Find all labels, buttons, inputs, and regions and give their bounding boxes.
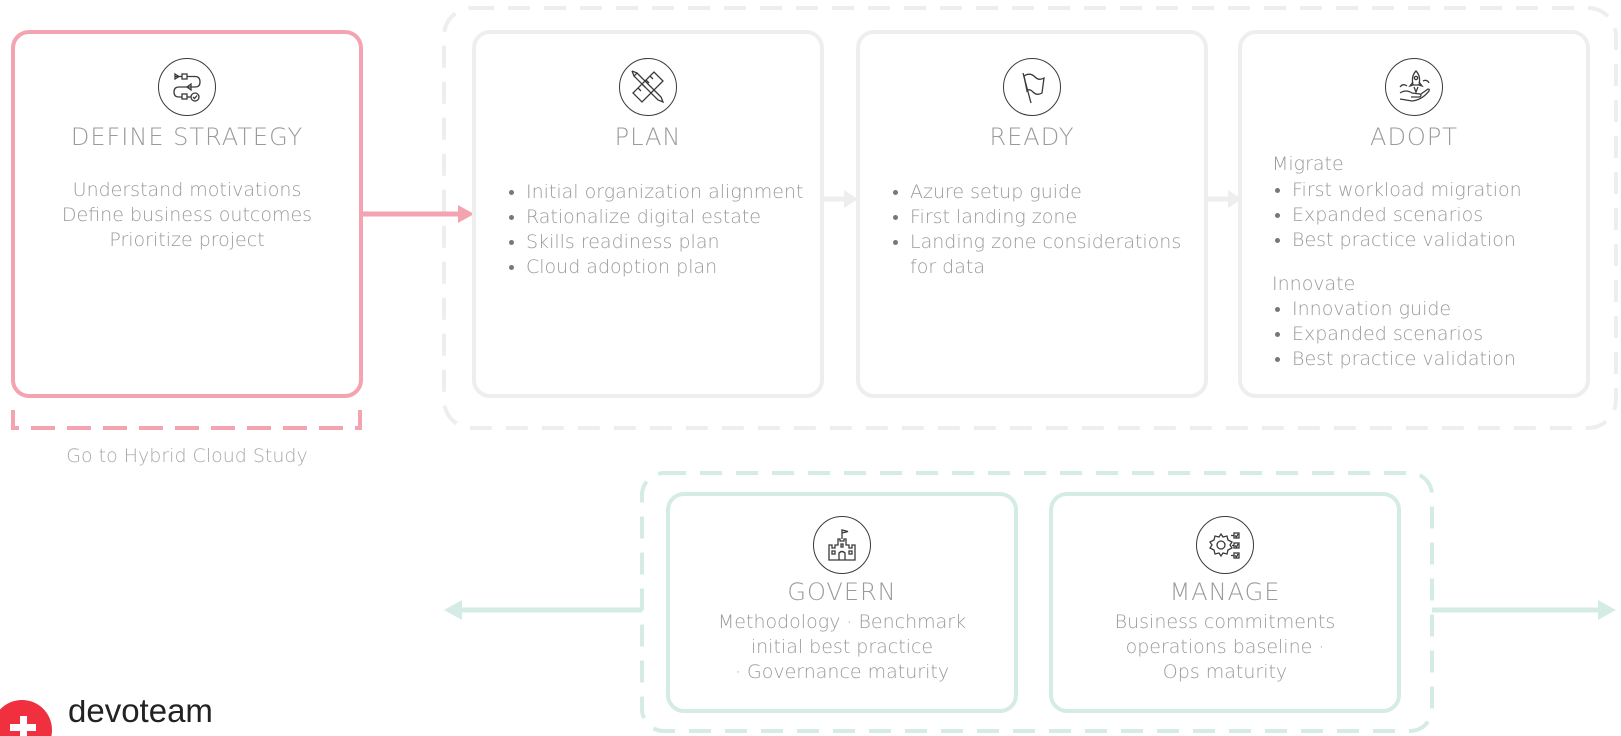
list-item: Initial organization alignment: [506, 180, 806, 205]
list-item: Expanded scenarios: [1272, 322, 1590, 347]
castle-icon: [813, 516, 871, 574]
plan-title: PLAN: [614, 123, 682, 151]
govern-lines: Methodology · Benchmark initial best pra…: [670, 610, 1014, 685]
devoteam-logo: devoteam: [0, 700, 240, 736]
adopt-title: ADOPT: [1370, 123, 1458, 151]
manage-line: operations baseline ·: [1125, 636, 1325, 658]
brand-name: devoteam: [68, 700, 213, 729]
cloud-adoption-container: [442, 6, 1618, 430]
workflow-icon: [158, 58, 216, 116]
manage-line: Business commitments: [1114, 611, 1336, 633]
operations-container: [640, 471, 1434, 733]
list-item: Cloud adoption plan: [506, 255, 806, 280]
migrate-heading: Migrate: [1272, 153, 1344, 175]
list-item: Best practice validation: [1272, 228, 1590, 253]
strategy-line: Understand motivations: [72, 179, 302, 201]
govern-line: initial best practice: [750, 636, 934, 658]
list-item: Azure setup guide: [890, 180, 1190, 205]
list-item: Landing zone considerations for data: [890, 230, 1190, 280]
innovate-list: Innovation guide Expanded scenarios Best…: [1272, 297, 1590, 372]
list-item: Rationalize digital estate: [506, 205, 806, 230]
plan-list: Initial organization alignment Rationali…: [506, 180, 806, 280]
plan-card: PLAN Initial organization alignment Rati…: [472, 30, 824, 398]
manage-title: MANAGE: [1169, 578, 1281, 606]
ruler-pencil-icon: [619, 58, 677, 116]
ready-title: READY: [989, 123, 1075, 151]
innovate-heading: Innovate: [1272, 273, 1356, 295]
list-item: Innovation guide: [1272, 297, 1590, 322]
gear-checklist-icon: [1196, 516, 1254, 574]
strategy-line: Define business outcomes: [61, 204, 313, 226]
strategy-bracket: [11, 410, 362, 430]
adopt-card: ADOPT Migrate First workload migration E…: [1238, 30, 1590, 398]
govern-card: GOVERN Methodology · Benchmark initial b…: [666, 492, 1018, 713]
manage-line: Ops maturity: [1162, 661, 1288, 683]
strategy-title: DEFINE STRATEGY: [70, 123, 304, 151]
define-strategy-card: DEFINE STRATEGY Understand motivations D…: [11, 30, 363, 398]
devoteam-logo-mark: [0, 700, 52, 736]
hybrid-cloud-study-link[interactable]: Go to Hybrid Cloud Study: [66, 445, 308, 467]
ready-list: Azure setup guide First landing zone Lan…: [890, 180, 1190, 280]
govern-title: GOVERN: [787, 578, 897, 606]
list-item: First landing zone: [890, 205, 1190, 230]
strategy-lines: Understand motivations Define business o…: [15, 178, 359, 253]
manage-lines: Business commitments operations baseline…: [1053, 610, 1397, 685]
rocket-hand-icon: [1385, 58, 1443, 116]
strategy-line: Prioritize project: [109, 229, 265, 251]
list-item: Best practice validation: [1272, 347, 1590, 372]
list-item: Skills readiness plan: [506, 230, 806, 255]
govern-line: Methodology · Benchmark: [717, 611, 967, 633]
ready-card: READY Azure setup guide First landing zo…: [856, 30, 1208, 398]
migrate-list: First workload migration Expanded scenar…: [1272, 178, 1590, 253]
list-item: First workload migration: [1272, 178, 1590, 203]
govern-line: · Governance maturity: [734, 661, 950, 683]
list-item: Expanded scenarios: [1272, 203, 1590, 228]
manage-card: MANAGE Business commitments operations b…: [1049, 492, 1401, 713]
flag-icon: [1003, 58, 1061, 116]
